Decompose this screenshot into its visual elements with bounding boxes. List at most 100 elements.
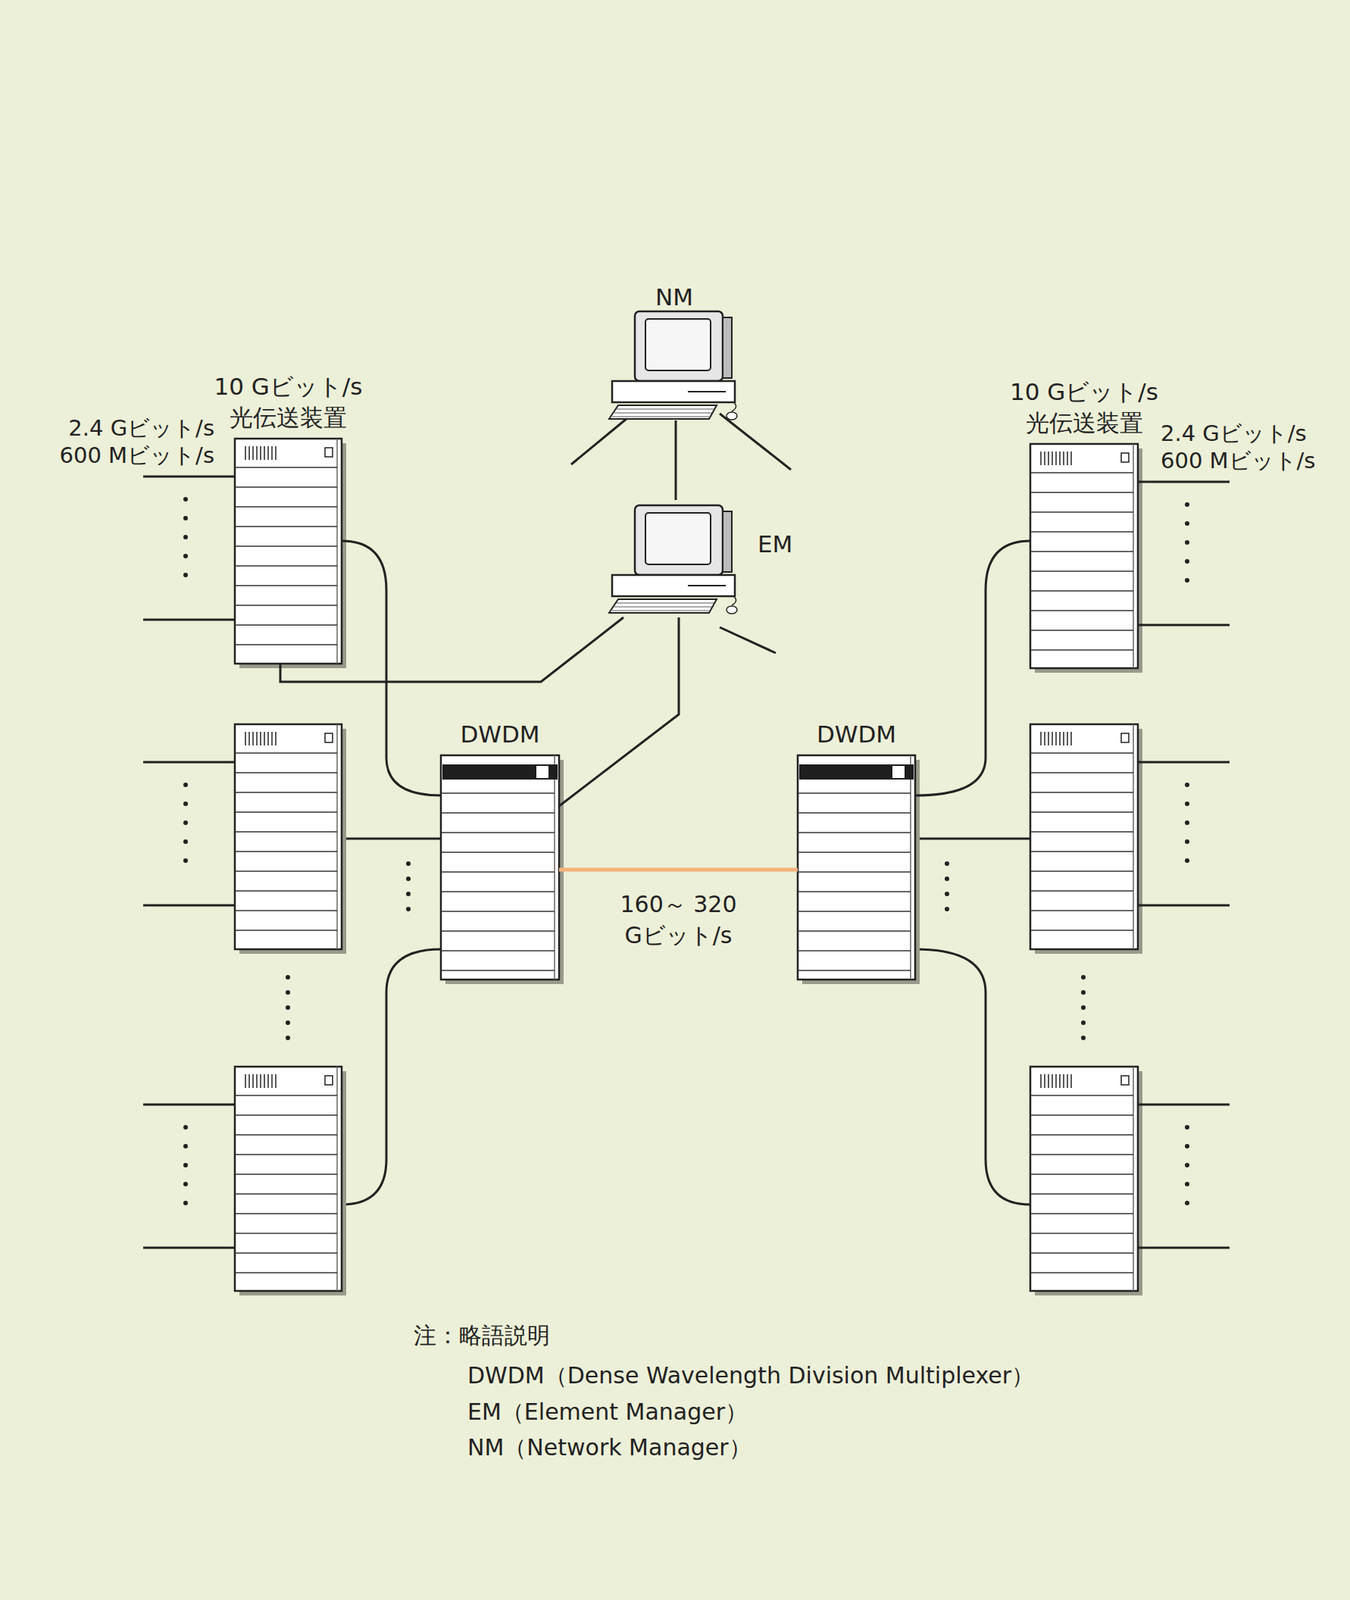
rack-shelf [1030, 471, 1134, 474]
input-line [1137, 904, 1230, 907]
rack-shelf [234, 565, 338, 567]
rack-vent [1066, 1074, 1069, 1088]
rack-vent [1040, 731, 1042, 746]
input-line [143, 618, 235, 622]
capacity-label: 160～ 320 Gビット/s [565, 889, 793, 951]
rack-vent [256, 446, 258, 460]
rack-vent [1043, 451, 1046, 466]
connector [559, 617, 679, 807]
rack-vent [1047, 1074, 1050, 1088]
rack-vent [1066, 451, 1069, 466]
rack-edge [336, 1066, 338, 1291]
rate-label: 2.4 Gビット/s [68, 415, 215, 442]
rack-vent [1062, 1074, 1065, 1088]
input-line [1137, 481, 1230, 484]
node-label: DWDM [405, 718, 595, 750]
rack-lamp [1121, 453, 1129, 463]
ellipsis-dot [183, 553, 188, 559]
rack-shelf [440, 851, 555, 854]
rack-vent [1040, 451, 1042, 466]
rack-shelf [234, 1193, 338, 1195]
dwdm-unit: DWDM [797, 755, 916, 980]
rack-lamp [325, 1075, 333, 1085]
rack-vent [1040, 1074, 1042, 1088]
rack-vent [248, 446, 250, 460]
rack-edge [336, 438, 338, 664]
ellipsis-dot [285, 1020, 291, 1025]
ellipsis-dot [285, 975, 291, 980]
rack-shelf [1030, 1271, 1134, 1274]
rack-vent [259, 731, 262, 746]
rack-vent [256, 1074, 258, 1088]
ellipsis-dot [1081, 990, 1086, 995]
ellipsis-dot [1081, 975, 1086, 980]
rack-vent [1059, 731, 1061, 746]
rack-shelf [797, 890, 911, 893]
element-manager: EM [612, 500, 810, 618]
node-label: 10 Gビット/s 光伝送装置 [989, 376, 1179, 438]
input-line [143, 475, 235, 479]
rack-shelf [234, 890, 338, 892]
rack-lamp [536, 765, 549, 779]
rack-body [1030, 724, 1138, 950]
rack-vent [1047, 731, 1050, 746]
rack-body [234, 438, 342, 664]
computer-icon [609, 505, 738, 614]
rack-shelf [1030, 511, 1134, 513]
rack-vent [1062, 451, 1065, 466]
ellipsis-dot [183, 839, 188, 844]
rack-vent [1059, 451, 1061, 466]
rack-vent [1062, 731, 1065, 746]
dwdm-unit: DWDM [440, 755, 560, 980]
rack-shelf [234, 466, 338, 469]
rack-vent [256, 731, 258, 746]
rack-shelf [797, 910, 911, 913]
connector [341, 540, 441, 796]
ellipsis-dot [183, 1200, 188, 1206]
rack-shelf [440, 969, 555, 972]
rack-edge [909, 755, 912, 980]
ellipsis-dot [285, 1035, 291, 1041]
rack-shelf [234, 1153, 338, 1156]
rack-vent [263, 1074, 266, 1088]
node-label: NM [606, 281, 743, 313]
rack-shelf [234, 831, 338, 833]
rack-shelf [1030, 811, 1134, 813]
rack-shelf [1030, 1094, 1134, 1097]
ellipsis-dot [1184, 1200, 1190, 1206]
rack-vent [275, 446, 277, 460]
rack-body [234, 724, 342, 950]
rack-vent [259, 446, 262, 460]
rack-edge [1132, 443, 1135, 669]
rack-body [1030, 443, 1138, 669]
keyboard [609, 405, 717, 419]
ellipsis-dot [183, 1125, 188, 1130]
rack-shelf [234, 1252, 338, 1254]
rack-shelf [234, 1094, 338, 1097]
rack-vent [1043, 1074, 1046, 1088]
rack-vent [263, 731, 266, 746]
transmission-rack [234, 724, 347, 954]
nm-wire [719, 413, 791, 470]
rack-shelf [234, 771, 338, 774]
ellipsis-dot [944, 876, 950, 882]
rack-body [440, 755, 560, 980]
rack-shelf [234, 850, 338, 853]
rack-shelf [234, 909, 338, 912]
fiber-line [341, 837, 441, 841]
node-label: 10 Gビット/s 光伝送装置 [193, 371, 384, 433]
ellipsis-dot [1184, 1162, 1190, 1168]
connector [280, 617, 624, 682]
rack-shelf [1030, 590, 1134, 592]
rack-edge [336, 724, 338, 950]
abbreviation-note: EM（Element Manager） [467, 1398, 748, 1426]
rack-shelf [1030, 531, 1134, 533]
monitor [634, 311, 723, 382]
note-heading: 注：略語説明 [413, 1321, 550, 1350]
rack-shelf [797, 969, 911, 972]
rack-shelf [1030, 491, 1134, 494]
rack-vent [275, 1074, 277, 1088]
rack-vent [248, 1074, 250, 1088]
rack-shelf [1030, 909, 1134, 912]
